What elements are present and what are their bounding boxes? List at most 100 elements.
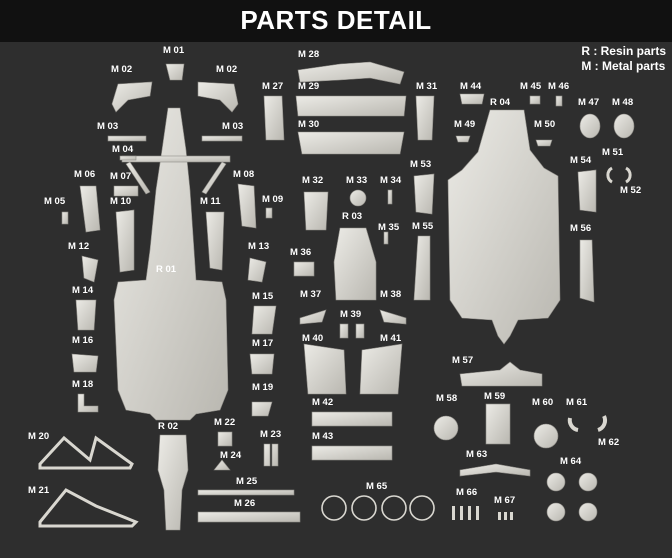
part-label-m60: M 60 [532, 397, 554, 408]
part-label-m40: M 40 [302, 333, 324, 344]
legend: R : Resin parts M : Metal parts [581, 44, 666, 74]
part-r01-wing-bar [121, 155, 231, 163]
part-label-m39: M 39 [340, 309, 362, 320]
part-m51 [606, 166, 613, 184]
part-label-m17: M 17 [252, 338, 274, 349]
part-label-m56: M 56 [570, 223, 592, 234]
part-m42 [311, 411, 393, 427]
part-label-m18: M 18 [72, 379, 94, 390]
part-m65 [351, 495, 377, 521]
part-r03 [333, 227, 377, 301]
part-m06 [79, 185, 101, 233]
part-m05 [61, 211, 69, 225]
part-m67 [498, 512, 501, 520]
part-label-m33: M 33 [346, 175, 368, 186]
part-label-m14: M 14 [72, 285, 94, 296]
part-label-m05: M 05 [44, 196, 66, 207]
part-label-m02: M 02 [216, 64, 238, 75]
part-m60 [533, 423, 559, 449]
part-label-m42: M 42 [312, 397, 334, 408]
part-m08 [237, 183, 257, 229]
part-label-m23: M 23 [260, 429, 282, 440]
part-m49 [455, 135, 471, 143]
part-label-m34: M 34 [380, 175, 402, 186]
part-m04 [119, 155, 137, 161]
part-label-m64: M 64 [560, 456, 582, 467]
title-bar: PARTS DETAIL [0, 0, 672, 42]
part-label-m66: M 66 [456, 487, 478, 498]
part-m53 [413, 173, 435, 215]
page-title: PARTS DETAIL [240, 5, 432, 35]
part-m66 [452, 506, 455, 520]
part-label-m43: M 43 [312, 431, 334, 442]
part-m03-left [107, 135, 147, 142]
part-label-m20: M 20 [28, 431, 50, 442]
part-m12 [81, 255, 99, 283]
part-label-m15: M 15 [252, 291, 274, 302]
part-label-m04: M 04 [112, 144, 134, 155]
part-m35 [383, 231, 389, 245]
part-m17 [249, 353, 275, 375]
part-label-m28: M 28 [298, 49, 320, 60]
part-m31 [415, 95, 435, 141]
part-m02-left [111, 81, 153, 113]
part-label-m16: M 16 [72, 335, 94, 346]
part-label-m51: M 51 [602, 147, 624, 158]
part-label-m10: M 10 [110, 196, 132, 207]
part-label-m65: M 65 [366, 481, 388, 492]
part-m02-right [197, 81, 239, 113]
part-m61 [567, 417, 579, 432]
part-m23 [263, 443, 279, 467]
part-m27 [263, 95, 285, 141]
part-label-m58: M 58 [436, 393, 458, 404]
part-label-m47: M 47 [578, 97, 600, 108]
part-m11 [205, 211, 225, 271]
part-m64 [578, 502, 598, 522]
part-m55 [413, 235, 431, 301]
part-label-m24: M 24 [220, 450, 242, 461]
part-m62 [597, 415, 608, 432]
part-m38 [379, 309, 407, 325]
part-m34 [387, 189, 393, 205]
part-m40 [303, 343, 347, 395]
part-label-m03: M 03 [222, 121, 244, 132]
part-m15 [251, 305, 277, 335]
part-label-r03: R 03 [342, 211, 363, 222]
part-label-m55: M 55 [412, 221, 434, 232]
part-m65 [321, 495, 347, 521]
part-m64 [546, 502, 566, 522]
part-label-m48: M 48 [612, 97, 634, 108]
part-label-r02: R 02 [158, 421, 179, 432]
part-label-m30: M 30 [298, 119, 320, 130]
part-label-r01: R 01 [156, 264, 177, 275]
part-m46 [555, 95, 563, 107]
part-m67 [510, 512, 513, 520]
part-label-m06: M 06 [74, 169, 96, 180]
part-label-m03: M 03 [97, 121, 119, 132]
part-label-m32: M 32 [302, 175, 324, 186]
part-m50 [535, 139, 553, 147]
part-label-m41: M 41 [380, 333, 402, 344]
part-r04 [447, 109, 561, 345]
part-m43 [311, 445, 393, 461]
part-m66 [460, 506, 463, 520]
part-label-m50: M 50 [534, 119, 556, 130]
part-m07 [113, 185, 139, 197]
part-m03-right [201, 135, 243, 142]
part-label-m59: M 59 [484, 391, 506, 402]
part-m39 [355, 323, 365, 339]
part-label-m49: M 49 [454, 119, 476, 130]
part-m58 [433, 415, 459, 441]
part-m20 [38, 435, 134, 470]
part-r01-chassis [113, 107, 229, 421]
part-m64 [578, 472, 598, 492]
part-label-m37: M 37 [300, 289, 322, 300]
part-m52 [625, 166, 632, 184]
part-m57 [459, 361, 543, 387]
part-m44 [459, 93, 485, 105]
part-m39 [339, 323, 349, 339]
part-m65 [381, 495, 407, 521]
part-m24 [213, 459, 231, 471]
